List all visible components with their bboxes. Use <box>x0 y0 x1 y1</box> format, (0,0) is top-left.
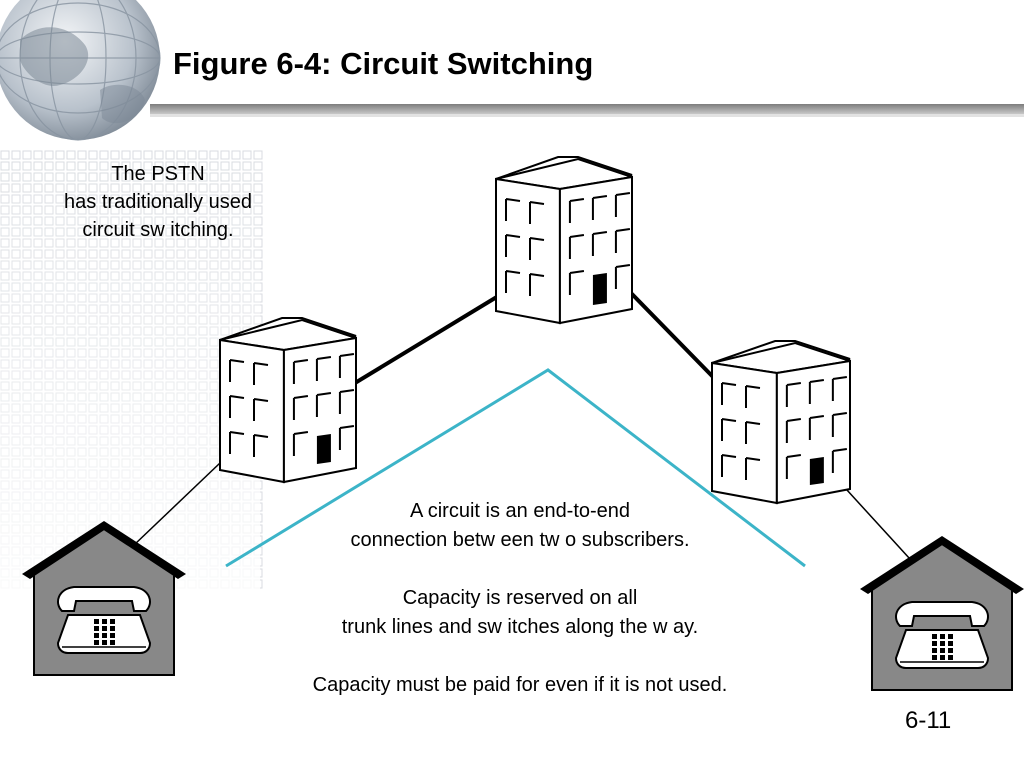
building-right-switch-icon <box>711 340 851 505</box>
circuit-description-paragraph-3: Capacity must be paid for even if it is … <box>250 671 790 700</box>
circuit-description-line: A circuit is an end-to-end <box>409 500 631 522</box>
header-rule <box>150 104 1024 114</box>
circuit-description: A circuit is an end-to-end connection be… <box>250 497 790 700</box>
access-line-left <box>133 462 221 546</box>
circuit-description-line: Capacity must be paid for even if it is … <box>312 674 728 696</box>
pstn-note: The PSTN has traditionally used circuit … <box>40 160 276 244</box>
building-center-switch-icon <box>495 156 633 325</box>
access-line-right <box>835 477 921 571</box>
pstn-note-line-2: has traditionally used <box>64 191 252 213</box>
circuit-description-line: trunk lines and sw itches along the w ay… <box>341 616 699 638</box>
circuit-description-line: connection betw een tw o subscribers. <box>350 529 690 551</box>
building-left-switch-icon <box>219 317 357 484</box>
pstn-note-line-3: circuit sw itching. <box>82 219 234 241</box>
pstn-note-line-1: The PSTN <box>111 163 205 185</box>
page-number: 6-11 <box>905 707 952 734</box>
house-right-subscriber-icon <box>860 536 1024 691</box>
circuit-description-line: Capacity is reserved on all <box>402 587 638 609</box>
house-left-subscriber-icon <box>22 521 186 676</box>
circuit-path <box>225 368 806 568</box>
circuit-description-paragraph-2: Capacity is reserved on all trunk lines … <box>250 584 790 642</box>
background-grid-fade <box>0 150 260 600</box>
slide-title: Figure 6-4: Circuit Switching <box>173 46 594 81</box>
circuit-description-paragraph-1: A circuit is an end-to-end connection be… <box>250 497 790 555</box>
trunk-line-right <box>628 290 718 382</box>
globe-icon <box>0 0 161 141</box>
trunk-line-left <box>353 293 502 385</box>
